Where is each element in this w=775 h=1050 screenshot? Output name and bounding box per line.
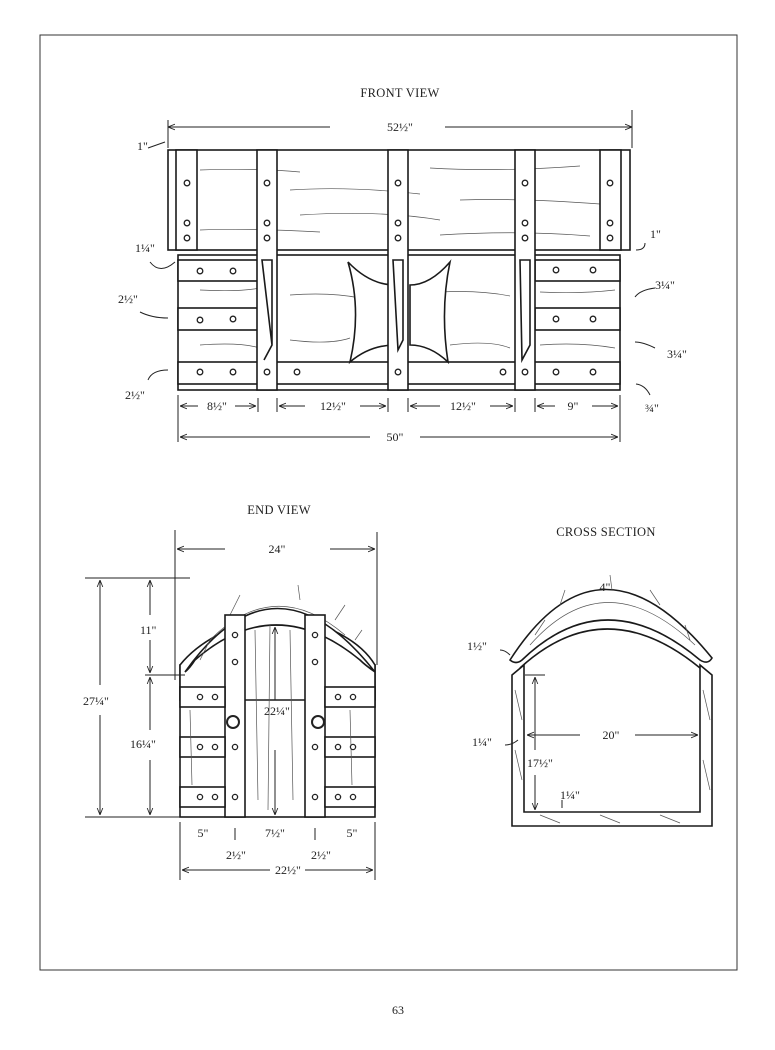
dim-end-center: 7½" — [265, 826, 285, 840]
front-view: FRONT VIEW — [118, 86, 687, 444]
strap — [175, 149, 198, 251]
dim-lid-overhang-left: 1" — [137, 139, 148, 153]
dim-cross-floor: 1¼" — [560, 788, 580, 802]
dim-seg1: 8½" — [207, 399, 227, 413]
band — [534, 259, 621, 282]
band — [177, 259, 259, 282]
dim-overall-body-width: 50" — [387, 430, 404, 444]
end-view-title: END VIEW — [247, 503, 311, 517]
dim-end-overall-width: 24" — [269, 542, 286, 556]
strap — [599, 149, 622, 251]
dim-end-inner-height: 22¼" — [264, 704, 290, 718]
cross-box — [511, 663, 713, 827]
dim-cross-inner-height: 17½" — [527, 756, 553, 770]
lock-plate — [347, 259, 452, 365]
dim-seg3: 12½" — [450, 399, 476, 413]
cross-inner-arch — [519, 628, 701, 669]
hasp — [261, 259, 531, 364]
rivets — [196, 631, 357, 801]
dim-lid-gap: 1¼" — [135, 241, 155, 255]
dim-cross-lid-thickness: 4" — [600, 580, 611, 594]
dim-end-right: 5" — [347, 826, 358, 840]
page-number: 63 — [392, 1003, 404, 1017]
dim-band-left-bottom: 2½" — [125, 388, 145, 402]
page-frame — [39, 34, 738, 971]
dim-cross-inner-width: 20" — [603, 728, 620, 742]
band — [534, 307, 621, 331]
rivets — [183, 179, 614, 376]
band — [177, 307, 259, 331]
dim-end-strap-left: 2½" — [226, 848, 246, 862]
dim-lid-overhang-right: 1" — [650, 227, 661, 241]
dim-end-overall-height: 27¼" — [83, 694, 109, 708]
dim-overall-lid-width: 52½" — [387, 120, 413, 134]
cross-section-title: CROSS SECTION — [556, 525, 655, 539]
dim-end-lid-height: 11" — [140, 623, 157, 637]
cross-section: CROSS SECTION 4" 1½" 1¼" 20" 17½" 1¼" — [467, 525, 713, 827]
dim-band-left-mid: 2½" — [118, 292, 138, 306]
cross-lid — [508, 588, 713, 664]
dim-end-body-width: 22½" — [275, 863, 301, 877]
dim-space-right-lower: 3¼" — [667, 347, 687, 361]
handle-ring-icon — [311, 715, 325, 729]
dim-cross-lid-edge: 1½" — [467, 639, 487, 653]
dim-seg2: 12½" — [320, 399, 346, 413]
dim-seg4: 9" — [568, 399, 579, 413]
dim-space-right-upper: 3¼" — [655, 278, 675, 292]
end-view: END VIEW — [83, 503, 378, 880]
dim-end-strap-right: 2½" — [311, 848, 331, 862]
dim-bottom-right: ¾" — [645, 401, 659, 415]
dim-cross-wall: 1¼" — [472, 735, 492, 749]
handle-ring-icon — [226, 715, 240, 729]
dim-end-body-height: 16¼" — [130, 737, 156, 751]
front-view-title: FRONT VIEW — [360, 86, 439, 100]
dim-end-left: 5" — [198, 826, 209, 840]
